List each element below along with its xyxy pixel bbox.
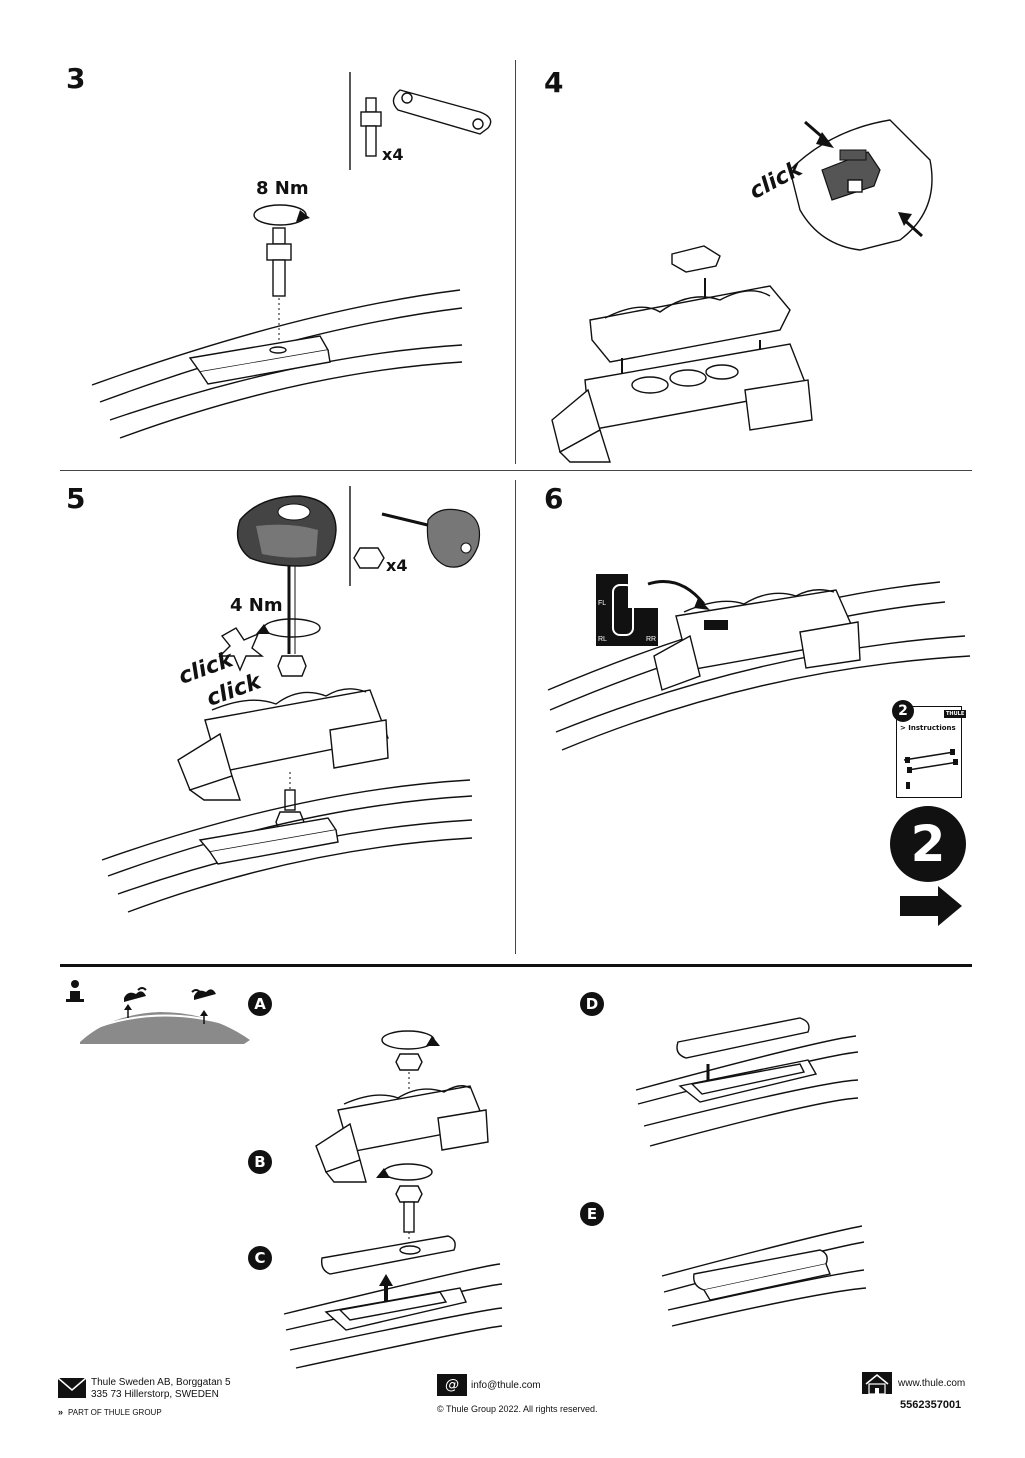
footer-address-line1: Thule Sweden AB, Borggatan 5 <box>91 1377 231 1388</box>
divider-vertical-top <box>515 60 516 464</box>
footer-group-chevron-icon: » <box>58 1407 64 1417</box>
divider-horizontal-info <box>60 964 972 967</box>
step-5-number: 5 <box>66 482 86 515</box>
footer-website[interactable]: www.thule.com <box>898 1378 966 1389</box>
position-label-rl: RL <box>598 636 607 643</box>
booklet-number-badge: 2 <box>892 700 914 722</box>
booklet-title: > Instructions <box>900 724 956 732</box>
footer-copyright: © Thule Group 2022. All rights reserved. <box>437 1404 598 1414</box>
step-5-quantity-label: x4 <box>386 556 408 575</box>
step-4-number: 4 <box>544 66 564 99</box>
footer-part-number: 5562357001 <box>900 1399 962 1411</box>
position-label-rr: RR <box>646 636 657 643</box>
footer-email[interactable]: info@thule.com <box>471 1380 541 1391</box>
letter-badge-d: D <box>580 992 604 1016</box>
footer-address-line2: 335 73 Hillerstorp, SWEDEN <box>91 1389 219 1400</box>
step-3-number: 3 <box>66 62 86 95</box>
step-6-number: 6 <box>544 482 564 515</box>
letter-badge-c: C <box>248 1246 272 1270</box>
divider-vertical-mid <box>515 480 516 954</box>
letter-badge-a: A <box>248 992 272 1016</box>
car-outline <box>612 584 634 636</box>
letter-badge-b: B <box>248 1150 272 1174</box>
step-5-torque-label: 4 Nm <box>230 595 283 616</box>
divider-horizontal-mid <box>60 470 972 471</box>
step-3-quantity-label: x4 <box>382 145 404 164</box>
step-3-torque-label: 8 Nm <box>256 178 309 199</box>
booklet-brand: THULE <box>944 710 967 718</box>
email-icon: @ <box>437 1374 467 1396</box>
position-label-fl: FL <box>598 600 607 607</box>
next-booklet-badge: 2 <box>890 806 966 882</box>
step-4-click-label: click <box>745 156 807 205</box>
letter-badge-e: E <box>580 1202 604 1226</box>
footer-group: PART OF THULE GROUP <box>68 1408 162 1417</box>
